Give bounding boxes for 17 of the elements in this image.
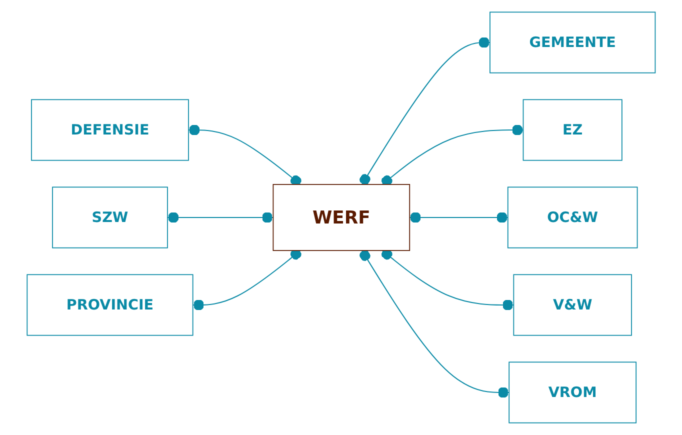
connector xyxy=(359,250,509,398)
connector xyxy=(192,248,302,310)
connector xyxy=(381,124,524,186)
node-box: VROM xyxy=(508,362,636,424)
connector xyxy=(409,212,508,223)
node-box: PROVINCIE xyxy=(26,274,194,336)
node-box: EZ xyxy=(522,99,622,161)
node-box: OC&W xyxy=(507,186,638,248)
connector xyxy=(381,248,514,310)
node-box: SZW xyxy=(52,186,168,248)
connector xyxy=(167,212,273,223)
node-box: DEFENSIE xyxy=(30,99,189,161)
node-box: WERF xyxy=(272,184,410,251)
connector xyxy=(359,37,490,185)
node-box: GEMEENTE xyxy=(489,12,656,74)
connector xyxy=(188,124,302,186)
node-box: V&W xyxy=(513,274,632,336)
